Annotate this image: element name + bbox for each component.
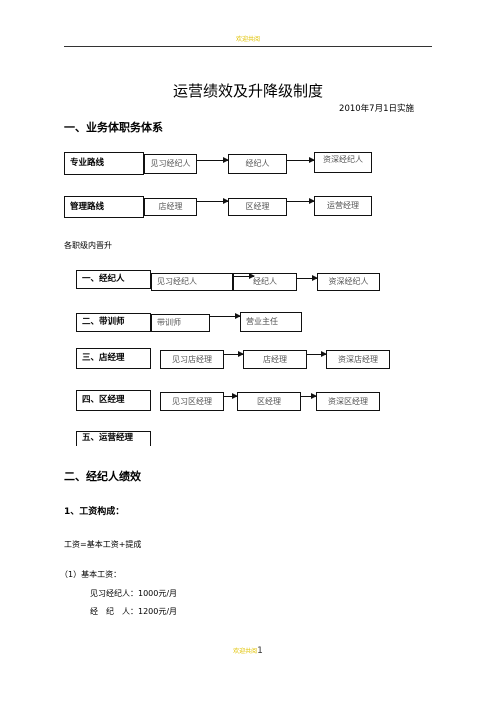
arrow-icon xyxy=(297,275,318,281)
promotion-step: 资深区经理 xyxy=(316,392,380,411)
effective-date: 2010年7月1日实施 xyxy=(339,104,414,114)
promotion-heading: 各职级内晋升 xyxy=(64,241,112,250)
promotion-row-label: 五、运营经理 xyxy=(76,431,151,446)
basic-salary-item: 见习经纪人：1000元/月 xyxy=(90,589,178,598)
promotion-step: 见习区经理 xyxy=(160,392,224,411)
page-number: 1 xyxy=(257,646,263,656)
route-step: 资深经纪人 xyxy=(314,152,372,173)
promotion-step: 见习经纪人 xyxy=(151,273,233,291)
basic-salary-label: （1）基本工资： xyxy=(60,570,122,579)
professional-route-label: 专业路线 xyxy=(64,152,144,175)
arrow-icon xyxy=(233,273,255,279)
arrow-icon xyxy=(224,393,238,399)
page-header: 欢迎共阅 xyxy=(235,36,260,43)
management-route-label: 管理路线 xyxy=(64,196,144,218)
salary-formula: 工资=基本工资+提成 xyxy=(64,540,142,549)
arrow-icon xyxy=(210,313,241,319)
arrow-icon xyxy=(301,393,317,399)
section-1-heading: 一、业务体职务体系 xyxy=(64,121,163,134)
page-footer: 欢迎共阅1 xyxy=(0,646,496,656)
promotion-row-label: 一、经纪人 xyxy=(76,270,151,289)
footer-text: 欢迎共阅 xyxy=(233,648,258,655)
section-2-heading: 二、经纪人绩效 xyxy=(64,470,141,483)
promotion-row-label: 二、带训师 xyxy=(76,313,151,332)
promotion-step: 营业主任 xyxy=(240,312,302,332)
arrow-icon xyxy=(287,157,315,163)
arrow-icon xyxy=(224,351,244,357)
basic-salary-item: 经 纪 人：1200元/月 xyxy=(90,607,178,616)
promotion-step: 资深经纪人 xyxy=(317,273,380,291)
promotion-step: 见习店经理 xyxy=(160,350,224,369)
promotion-row-label: 三、店经理 xyxy=(76,348,151,369)
arrow-icon xyxy=(197,198,229,204)
arrow-icon xyxy=(287,198,315,204)
salary-structure-heading: 1、工资构成： xyxy=(64,507,125,517)
promotion-step: 店经理 xyxy=(243,350,307,369)
arrow-icon xyxy=(307,351,327,357)
route-step: 经纪人 xyxy=(228,154,287,174)
promotion-step: 区经理 xyxy=(237,392,301,411)
route-step: 店经理 xyxy=(144,198,197,216)
route-step: 区经理 xyxy=(228,198,287,216)
header-divider xyxy=(64,46,432,47)
promotion-row-label: 四、区经理 xyxy=(76,390,151,411)
document-title: 运营绩效及升降级制度 xyxy=(172,82,323,100)
route-step: 见习经纪人 xyxy=(144,154,197,174)
promotion-step: 经纪人 xyxy=(233,273,297,291)
promotion-step: 带训师 xyxy=(151,314,210,332)
arrow-icon xyxy=(197,157,229,163)
promotion-step: 资深店经理 xyxy=(326,350,390,369)
route-step: 运营经理 xyxy=(314,196,372,216)
